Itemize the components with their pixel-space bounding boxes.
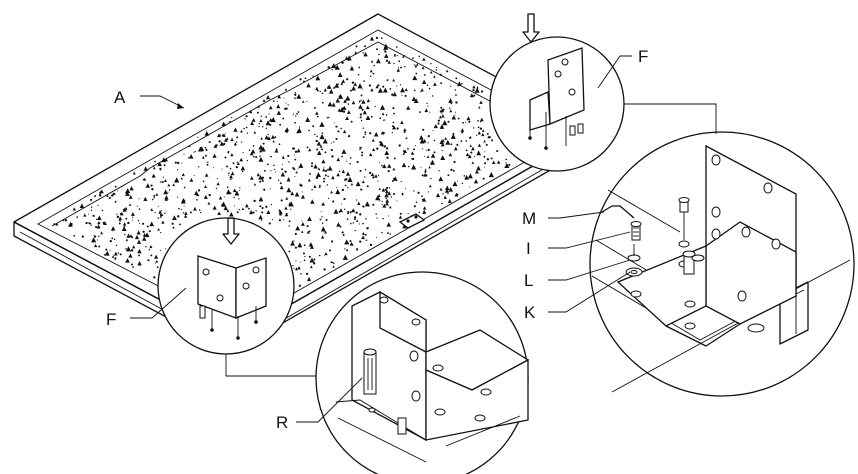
label-f-top: F xyxy=(638,47,648,66)
down-arrow-icon xyxy=(222,217,240,245)
surface-texture xyxy=(53,36,511,287)
label-f-bottom: F xyxy=(106,310,116,329)
detail-view-bracket-hardware xyxy=(589,131,855,397)
leader-lines xyxy=(130,55,717,423)
label-k: K xyxy=(524,303,536,322)
detail-view-dowel xyxy=(315,271,530,474)
label-i: I xyxy=(526,239,531,258)
down-arrow-icon xyxy=(522,13,540,43)
label-a: A xyxy=(114,88,126,107)
label-r: R xyxy=(276,413,288,432)
center-bracket xyxy=(398,213,426,229)
right-corner-bracket xyxy=(489,36,625,172)
label-m: M xyxy=(522,209,536,228)
label-l: L xyxy=(524,271,533,290)
